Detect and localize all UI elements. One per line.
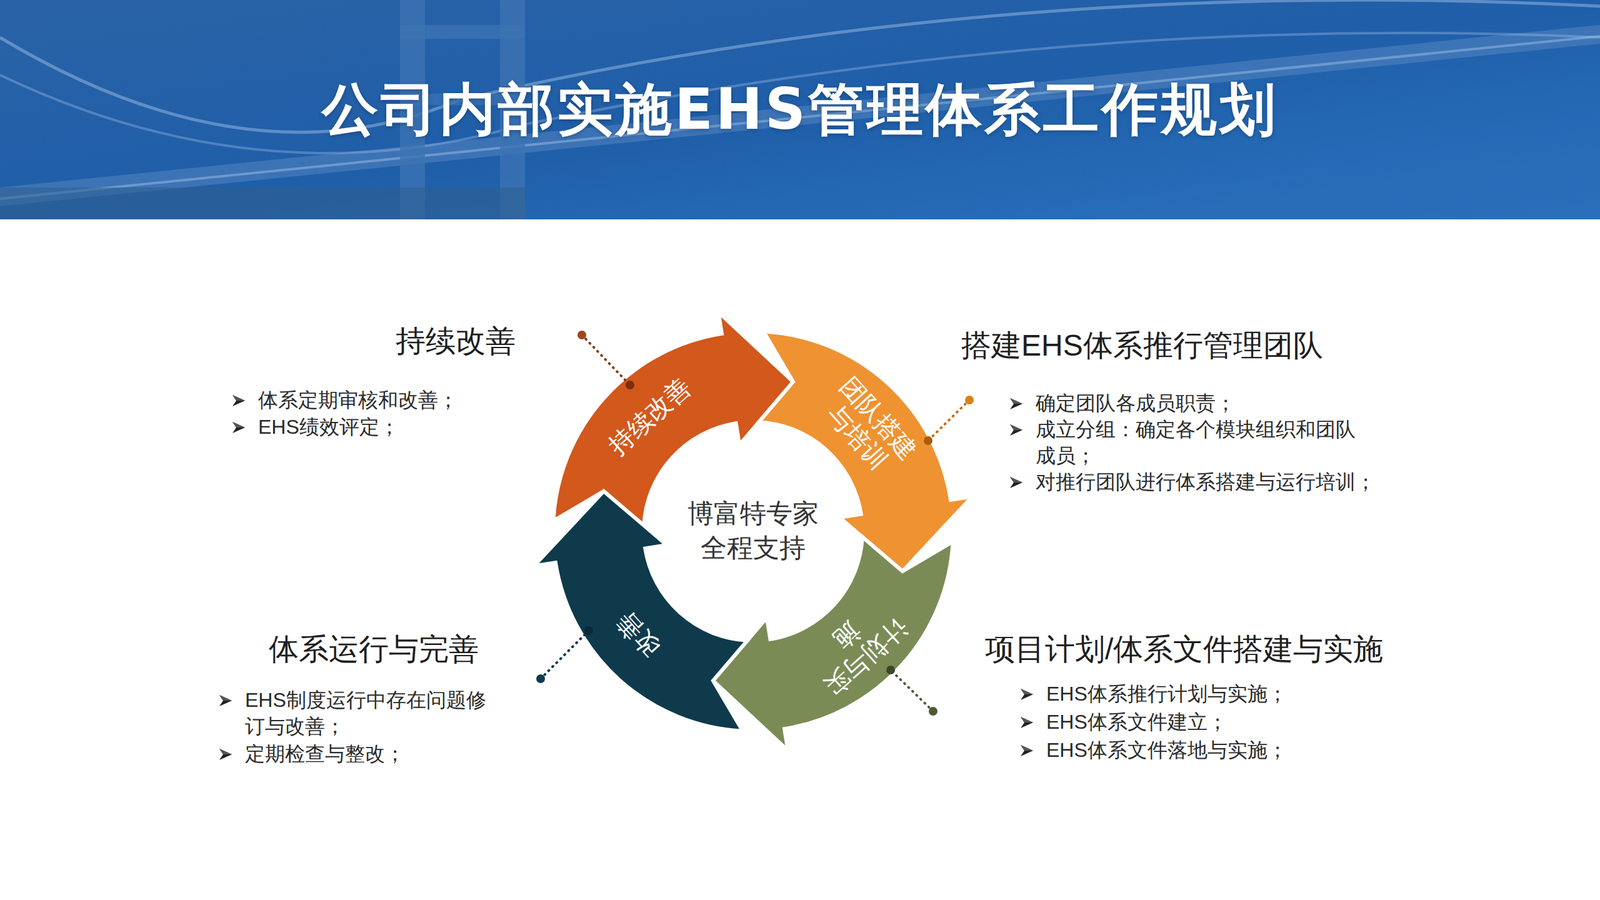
bullet-text: EHS绩效评定； [258,414,400,441]
bullet-text: 体系定期审核和改善； [258,387,459,414]
bullet-arrow-shape [1010,476,1023,489]
bullet-arrow-shade [1020,716,1034,723]
arrow-outline [713,536,954,750]
bullet-arrow [1009,396,1024,411]
bullet-text: EHS体系文件建立； [1046,709,1228,736]
bullet-arrow [218,693,233,708]
bullet-arrow-shape [1020,745,1034,757]
callout-heading: 搭建EHS体系推行管理团队 [961,326,1324,365]
bullet-arrow [1020,687,1034,702]
bullet-text: 确定团队各成员职责； [1035,390,1236,417]
bullet-arrow-shade [232,395,245,401]
bullet-arrow-shade [232,421,245,428]
bullet-text: EHS制度运行中存在问题修 订与改善； [245,687,495,740]
bullet-arrow [1020,715,1034,730]
bullet-arrow-shape [219,748,232,760]
bullet-arrow [231,393,246,408]
bullet-arrow-shape [1020,716,1034,729]
bullet-text: EHS体系文件落地与实施； [1046,737,1288,764]
bullet-arrow-shade [1020,688,1034,695]
callout-heading: 持续改善 [395,321,516,361]
callout-heading: 项目计划/体系文件搭建与实施 [985,630,1384,669]
center-label: 博富特专家 全程支持 [683,496,824,565]
bullet-arrow [1020,743,1034,758]
bullet-arrow-shade [1010,398,1023,404]
bullet-arrow-shape [1020,688,1034,700]
bullet-text: 成立分组：确定各个模块组织和团队 成员； [1035,416,1367,469]
bullet-arrow-shade [219,695,232,701]
bullet-arrow [231,420,246,435]
bullet-arrow-shape [232,395,245,407]
bullet-arrow-shade [1020,745,1034,751]
bullet-arrow-shape [1010,424,1023,436]
bullet-arrow [1009,475,1024,490]
page-title: 公司内部实施EHS管理体系工作规划 [0,0,1600,220]
bullet-arrow-shade [1010,476,1023,483]
bullet-arrow [1009,423,1024,437]
bullet-text: 定期检查与整改； [245,741,405,768]
bullet-text: 对推行团队进行体系搭建与运行培训； [1035,469,1376,496]
title-text: 公司内部实施EHS管理体系工作规划 [321,71,1279,149]
bullet-text: EHS体系推行计划与实施； [1046,681,1288,708]
bullet-arrow [218,747,233,762]
bullet-arrow-shape [219,695,232,707]
bullet-arrow-shade [1010,424,1023,430]
bullet-arrow-shape [232,421,245,434]
callout-heading: 体系运行与完善 [268,630,479,669]
arrow-outline [553,311,794,525]
bullet-arrow-shape [1010,398,1023,410]
bullet-arrow-shade [219,748,232,755]
